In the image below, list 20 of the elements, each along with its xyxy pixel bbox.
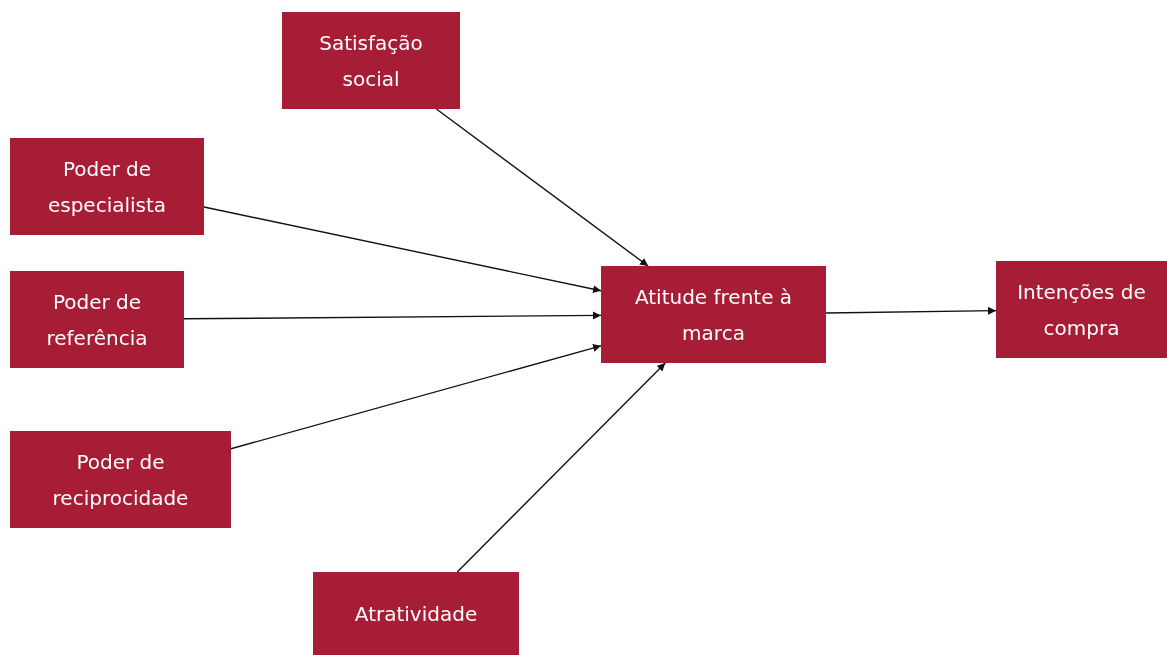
node-label: Poder de reciprocidade (51, 448, 190, 512)
node-label: Poder de referência (45, 288, 149, 352)
process-box (10, 431, 231, 528)
process-box (313, 572, 519, 655)
process-box (996, 261, 1167, 358)
process-box (601, 266, 826, 363)
process-box (10, 271, 184, 368)
process-box (282, 12, 460, 109)
arrow (825, 306, 997, 315)
node-label: Satisfação social (318, 29, 424, 93)
process-box (10, 138, 204, 235)
node-label: Atratividade (354, 600, 478, 628)
node-label: Intenções de compra (1016, 278, 1147, 342)
arrow (230, 344, 602, 450)
arrow (456, 362, 666, 573)
arrow (203, 206, 602, 293)
node-label: Poder de especialista (46, 155, 168, 219)
arrow (435, 108, 649, 267)
arrow (183, 311, 602, 320)
node-label: Atitude frente à marca (633, 283, 794, 347)
